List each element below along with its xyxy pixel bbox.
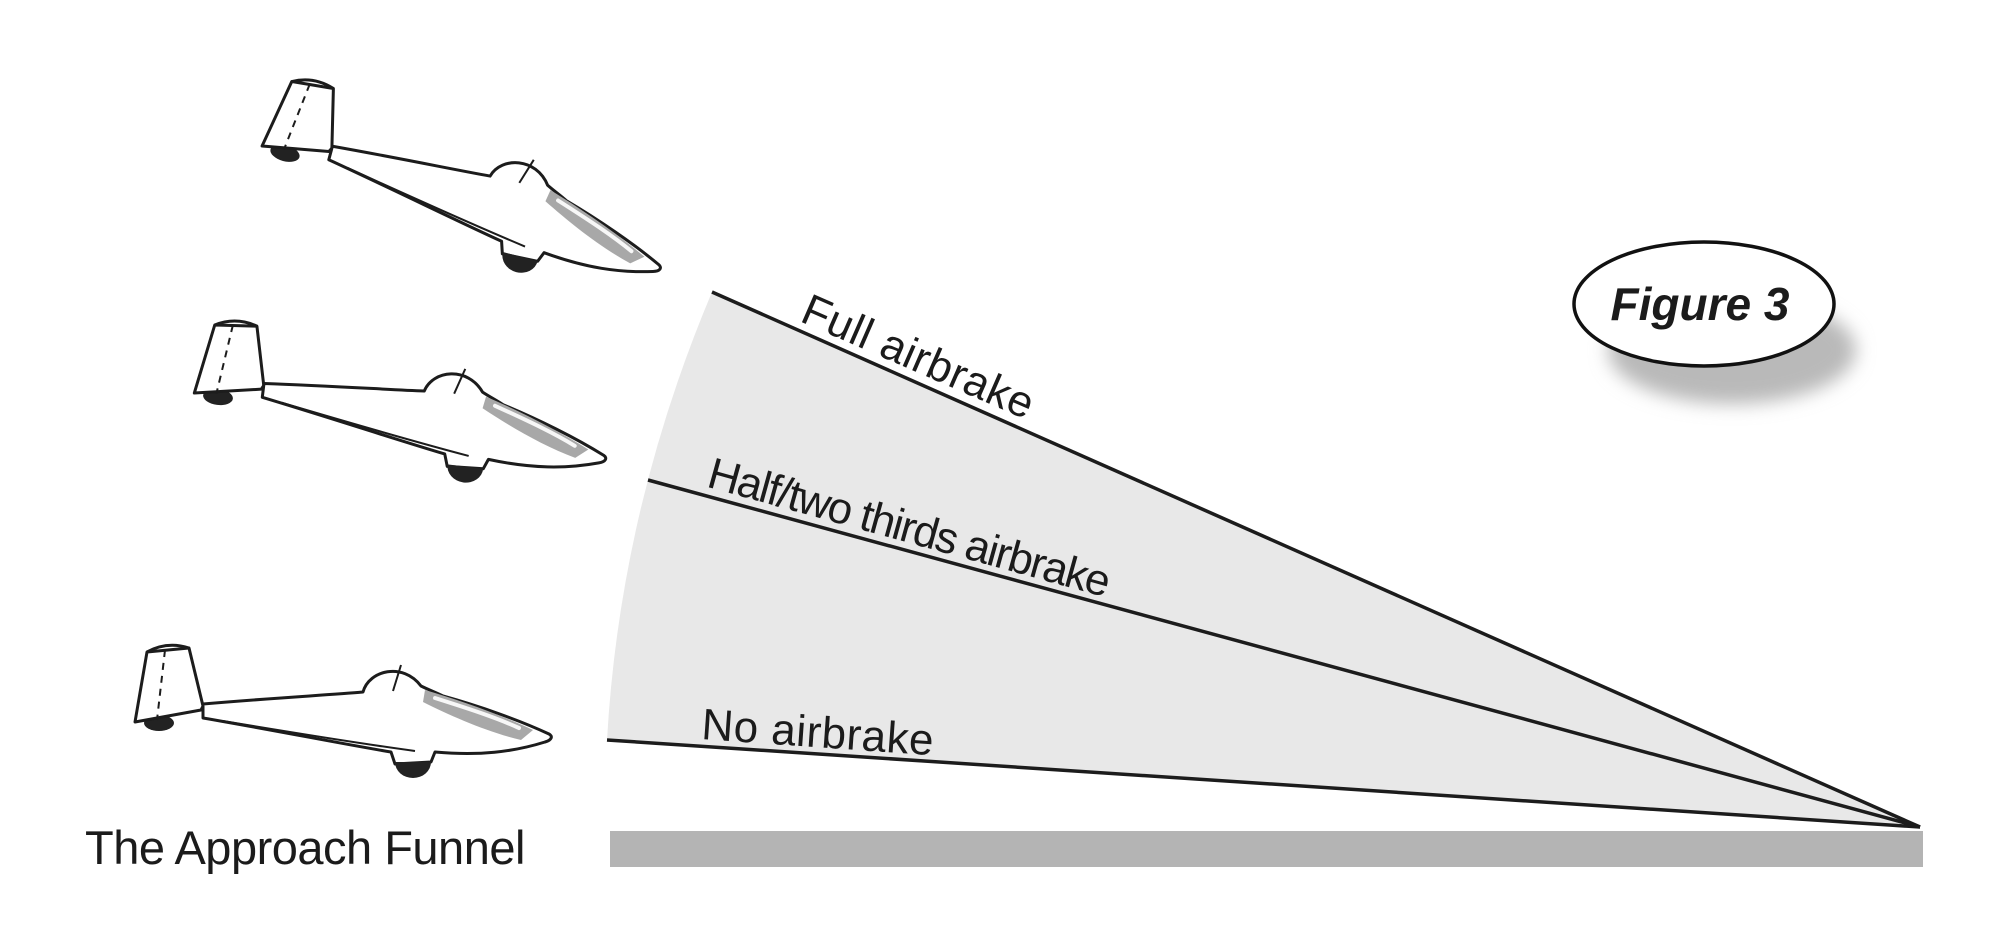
ground-bar (610, 831, 1923, 867)
glide-path-no-airbrake-line (606, 738, 1921, 829)
diagram-caption: The Approach Funnel (85, 821, 525, 874)
glide-path-half-airbrake-line (647, 478, 1921, 829)
figure-badge (1572, 240, 1836, 368)
glider-level-glide-icon (133, 643, 554, 780)
glide-path-full-airbrake-line (711, 290, 1921, 829)
glider-steep-descent-icon (245, 69, 687, 310)
figure-badge-label: Figure 3 (1611, 278, 1790, 330)
glider-medium-descent-icon (185, 314, 619, 502)
approach-funnel-sector (607, 292, 1920, 827)
